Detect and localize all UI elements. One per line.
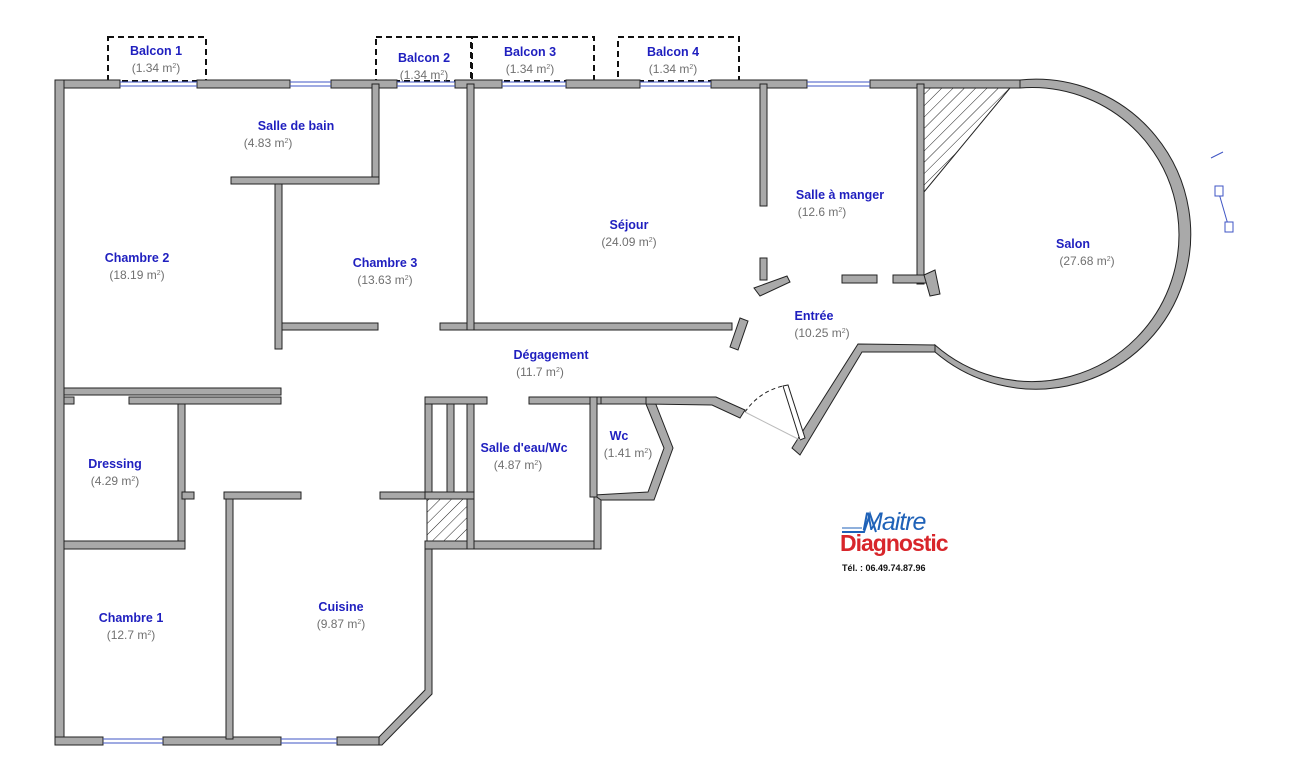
room-area: (9.87 m2) [316, 617, 366, 631]
room-chambre-3: Chambre 3 (13.63 m2) [353, 255, 418, 288]
room-dressing: Dressing (4.29 m2) [88, 456, 142, 489]
room-name: Salle à manger [795, 188, 885, 202]
room-name: Chambre 3 [352, 256, 418, 270]
room-name: Entrée [794, 309, 834, 323]
room-name: Salle d'eau/Wc [480, 441, 568, 455]
room-balcon-1: Balcon 1 (1.34 m2) [130, 43, 182, 76]
room-name: Cuisine [318, 600, 364, 614]
room-name: Balcon 3 [503, 45, 557, 59]
room-chambre-2: Chambre 2 (18.19 m2) [105, 250, 170, 283]
room-area: (24.09 m2) [601, 235, 657, 249]
room-name: Dressing [88, 457, 142, 471]
room-area: (27.68 m2) [1059, 254, 1115, 268]
room-salle-de-bain: Salle de bain (4.83 m2) [244, 118, 335, 151]
logo-line1: Maitre [862, 508, 926, 536]
room-name: Salle de bain [257, 119, 335, 133]
balcon-4-outline [617, 36, 740, 82]
room-name: Balcon 1 [129, 44, 183, 58]
shaft-salle-d-eau [426, 498, 468, 542]
room-area: (1.41 m2) [603, 446, 653, 460]
room-area: (1.34 m2) [131, 61, 181, 75]
room-area: (4.29 m2) [90, 474, 140, 488]
room-area: (1.34 m2) [399, 68, 449, 82]
room-salon: Salon (27.68 m2) [1056, 236, 1115, 269]
room-entree: Entrée (10.25 m2) [794, 308, 849, 341]
walls [54, 78, 1192, 746]
room-chambre-1: Chambre 1 (12.7 m2) [99, 610, 164, 643]
room-balcon-3: Balcon 3 (1.34 m2) [504, 44, 556, 77]
room-area: (1.34 m2) [505, 62, 555, 76]
room-name: Chambre 2 [104, 251, 170, 265]
room-area: (4.87 m2) [493, 458, 543, 472]
balcon-2-outline [375, 36, 472, 82]
room-name: Balcon 4 [646, 45, 700, 59]
logo-swoosh-icon [842, 510, 877, 533]
room-name: Chambre 1 [98, 611, 164, 625]
room-salle-a-manger: Salle à manger (12.6 m2) [796, 187, 884, 220]
room-cuisine: Cuisine (9.87 m2) [317, 599, 366, 632]
balconies [107, 36, 740, 82]
room-name: Salon [1055, 237, 1091, 251]
room-area: (13.63 m2) [357, 273, 413, 287]
balcon-1-outline [107, 36, 207, 82]
logo-phone: Tél. : 06.49.74.87.96 [842, 563, 926, 573]
room-balcon-4: Balcon 4 (1.34 m2) [647, 44, 699, 77]
shafts [426, 87, 1012, 542]
room-area: (12.7 m2) [106, 628, 156, 642]
shaft-salon [923, 87, 1012, 194]
room-name: Wc [609, 429, 629, 443]
room-degagement: Dégagement (11.7 m2) [513, 347, 588, 380]
room-area: (11.7 m2) [516, 365, 564, 379]
room-sejour: Séjour (24.09 m2) [601, 217, 656, 250]
room-balcon-2: Balcon 2 (1.34 m2) [398, 50, 450, 83]
logo-line2: Diagnostic [840, 530, 949, 556]
balcon-3-outline [471, 36, 595, 82]
room-name: Dégagement [513, 348, 589, 362]
room-area: (4.83 m2) [243, 136, 293, 150]
room-area: (18.19 m2) [109, 268, 165, 282]
room-wc: Wc (1.41 m2) [604, 428, 653, 461]
room-salle-d-eau-wc: Salle d'eau/Wc (4.87 m2) [480, 440, 567, 473]
room-name: Balcon 2 [397, 51, 451, 65]
maitre-diagnostic-logo: Maitre Diagnostic Tél. : 06.49.74.87.96 [836, 508, 949, 578]
room-name: Séjour [609, 218, 649, 232]
room-area: (12.6 m2) [797, 205, 847, 219]
windows [103, 81, 1234, 744]
room-area: (10.25 m2) [794, 326, 850, 340]
entrance-door [744, 384, 806, 441]
room-area: (1.34 m2) [648, 62, 698, 76]
